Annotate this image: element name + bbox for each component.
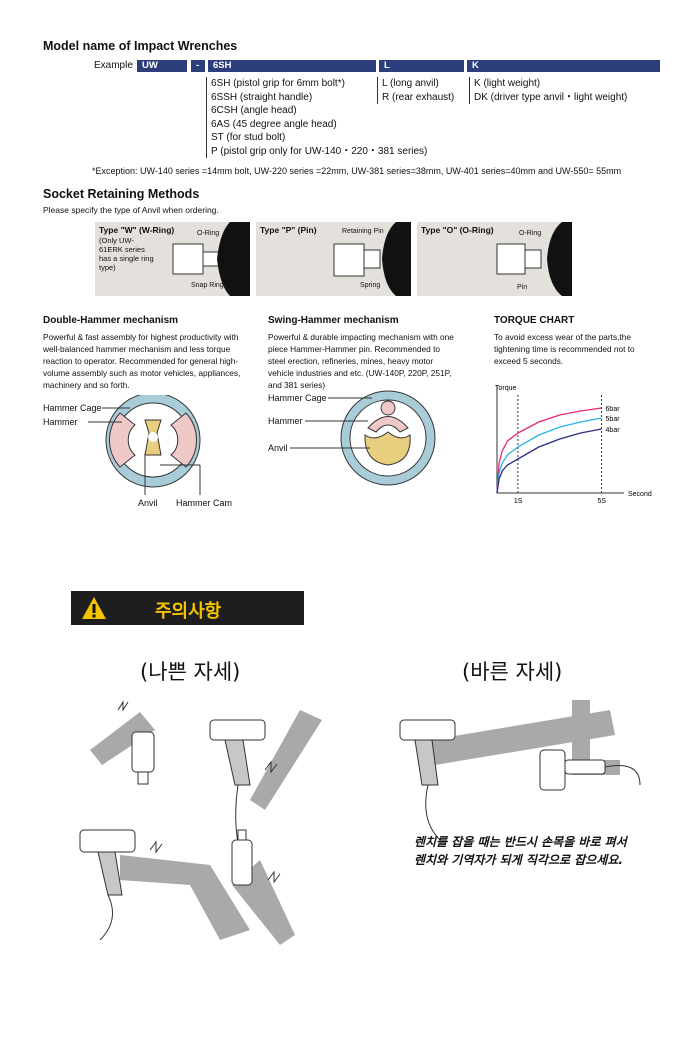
bad-posture-2	[209, 710, 322, 881]
x-tick-label: 5S	[598, 498, 607, 505]
option: K (light weight)	[474, 78, 541, 89]
posture-illustrations	[79, 700, 641, 945]
tip-line-1: 렌치를 잡을 때는 반드시 손목을 바로 펴서	[414, 835, 627, 849]
label-hammer: Hammer	[43, 417, 78, 427]
socket-type-w: Type "W" (W-Ring) (Only UW-61ERK series …	[95, 222, 250, 296]
torque-title: TORQUE CHART	[494, 315, 575, 326]
series-label: 5bar	[606, 416, 621, 423]
swing-desc: Powerful & durable impacting mechanism w…	[268, 332, 454, 390]
socket-title: Socket Retaining Methods	[43, 187, 200, 201]
socket-drawing	[333, 222, 411, 296]
bar-dash: -	[191, 60, 205, 72]
good-posture-heading: (바른 자세)	[462, 660, 563, 684]
label-hammer-cage: Hammer Cage	[43, 403, 102, 413]
warning-icon	[82, 597, 106, 619]
double-hammer-diagram	[88, 395, 201, 495]
label-hammer: Hammer	[268, 416, 303, 426]
double-title: Double-Hammer mechanism	[43, 315, 179, 326]
type-title: Type "W" (W-Ring)	[99, 225, 175, 235]
swing-title: Swing-Hammer mechanism	[268, 315, 399, 326]
x-tick-label: 1S	[514, 498, 523, 505]
option: ST (for stud bolt)	[211, 132, 286, 143]
series-label: 4bar	[606, 427, 621, 434]
label-anvil: Anvil	[268, 443, 288, 453]
col3-options: K (light weight) DK (driver type anvil・l…	[469, 77, 627, 104]
bar-k: K	[467, 60, 660, 72]
label-snap-ring: Snap Ring	[191, 282, 224, 289]
caution-title: 주의사항	[155, 601, 222, 622]
series-line-5bar	[496, 417, 602, 494]
option: 6CSH (angle head)	[211, 105, 297, 116]
label-hammer-cam: Hammer Cam	[176, 498, 233, 508]
exception-note: *Exception: UW-140 series =14mm bolt, UW…	[92, 166, 622, 176]
series-line-4bar	[496, 428, 602, 494]
bar-l: L	[379, 60, 464, 72]
socket-type-o: Type "O" (O-Ring) O-Ring Pin	[417, 222, 572, 296]
option: 6AS (45 degree angle head)	[211, 118, 337, 130]
good-posture-1	[399, 710, 615, 841]
bad-posture-4	[231, 829, 295, 945]
model-title: Model name of Impact Wrenches	[43, 39, 238, 53]
label-pin: Pin	[517, 284, 528, 291]
y-axis-label: Torque	[495, 385, 517, 392]
type-title: Type "P" (Pin)	[260, 225, 317, 235]
good-posture-2	[539, 700, 641, 791]
caution-banner: 주의사항	[71, 591, 304, 625]
type-title: Type "O" (O-Ring)	[421, 225, 494, 235]
bad-posture-3	[79, 829, 250, 941]
option: 6SSH (straight handle)	[211, 91, 313, 103]
socket-subtitle: Please specify the type of Anvil when or…	[43, 205, 219, 215]
label-retaining-pin: Retaining Pin	[342, 228, 384, 235]
socket-drawing	[496, 222, 572, 296]
tip-line-2: 렌치와 기역자가 되게 직각으로 잡으세요.	[414, 853, 623, 867]
col2-options: L (long anvil) R (rear exhaust)	[377, 77, 454, 104]
type-desc: (Only UW-61ERK series has a single ring …	[99, 236, 154, 272]
label-anvil: Anvil	[138, 498, 158, 508]
option: P (pistol grip only for UW-140・220・381 s…	[211, 145, 428, 157]
series-label: 6bar	[606, 406, 621, 413]
label-spring: Spring	[360, 282, 381, 289]
option: DK (driver type anvil・light weight)	[474, 91, 628, 103]
option: R (rear exhaust)	[382, 91, 455, 103]
option: 6SH (pistol grip for 6mm bolt*)	[211, 78, 345, 89]
socket-drawing	[172, 222, 250, 296]
double-desc: Powerful & fast assembly for highest pro…	[43, 332, 241, 390]
socket-type-p: Type "P" (Pin) Retaining Pin Spring	[256, 222, 411, 296]
swing-hammer-diagram	[290, 390, 436, 486]
series-line-6bar	[496, 407, 602, 494]
bad-posture-1	[90, 700, 155, 785]
example-label: Example	[94, 60, 133, 71]
bar-6sh: 6SH	[208, 60, 376, 72]
label-o-ring: O-Ring	[519, 230, 542, 237]
torque-desc: To avoid excess wear of the parts,the ti…	[494, 332, 635, 366]
col1-options: 6SH (pistol grip for 6mm bolt*) 6SSH (st…	[206, 77, 427, 158]
x-axis-label: Second	[628, 491, 652, 498]
label-hammer-cage: Hammer Cage	[268, 393, 327, 403]
option: L (long anvil)	[382, 78, 439, 89]
bar-uw: UW	[137, 60, 187, 72]
label-o-ring: O-Ring	[197, 230, 220, 237]
bad-posture-heading: (나쁜 자세)	[140, 660, 241, 684]
